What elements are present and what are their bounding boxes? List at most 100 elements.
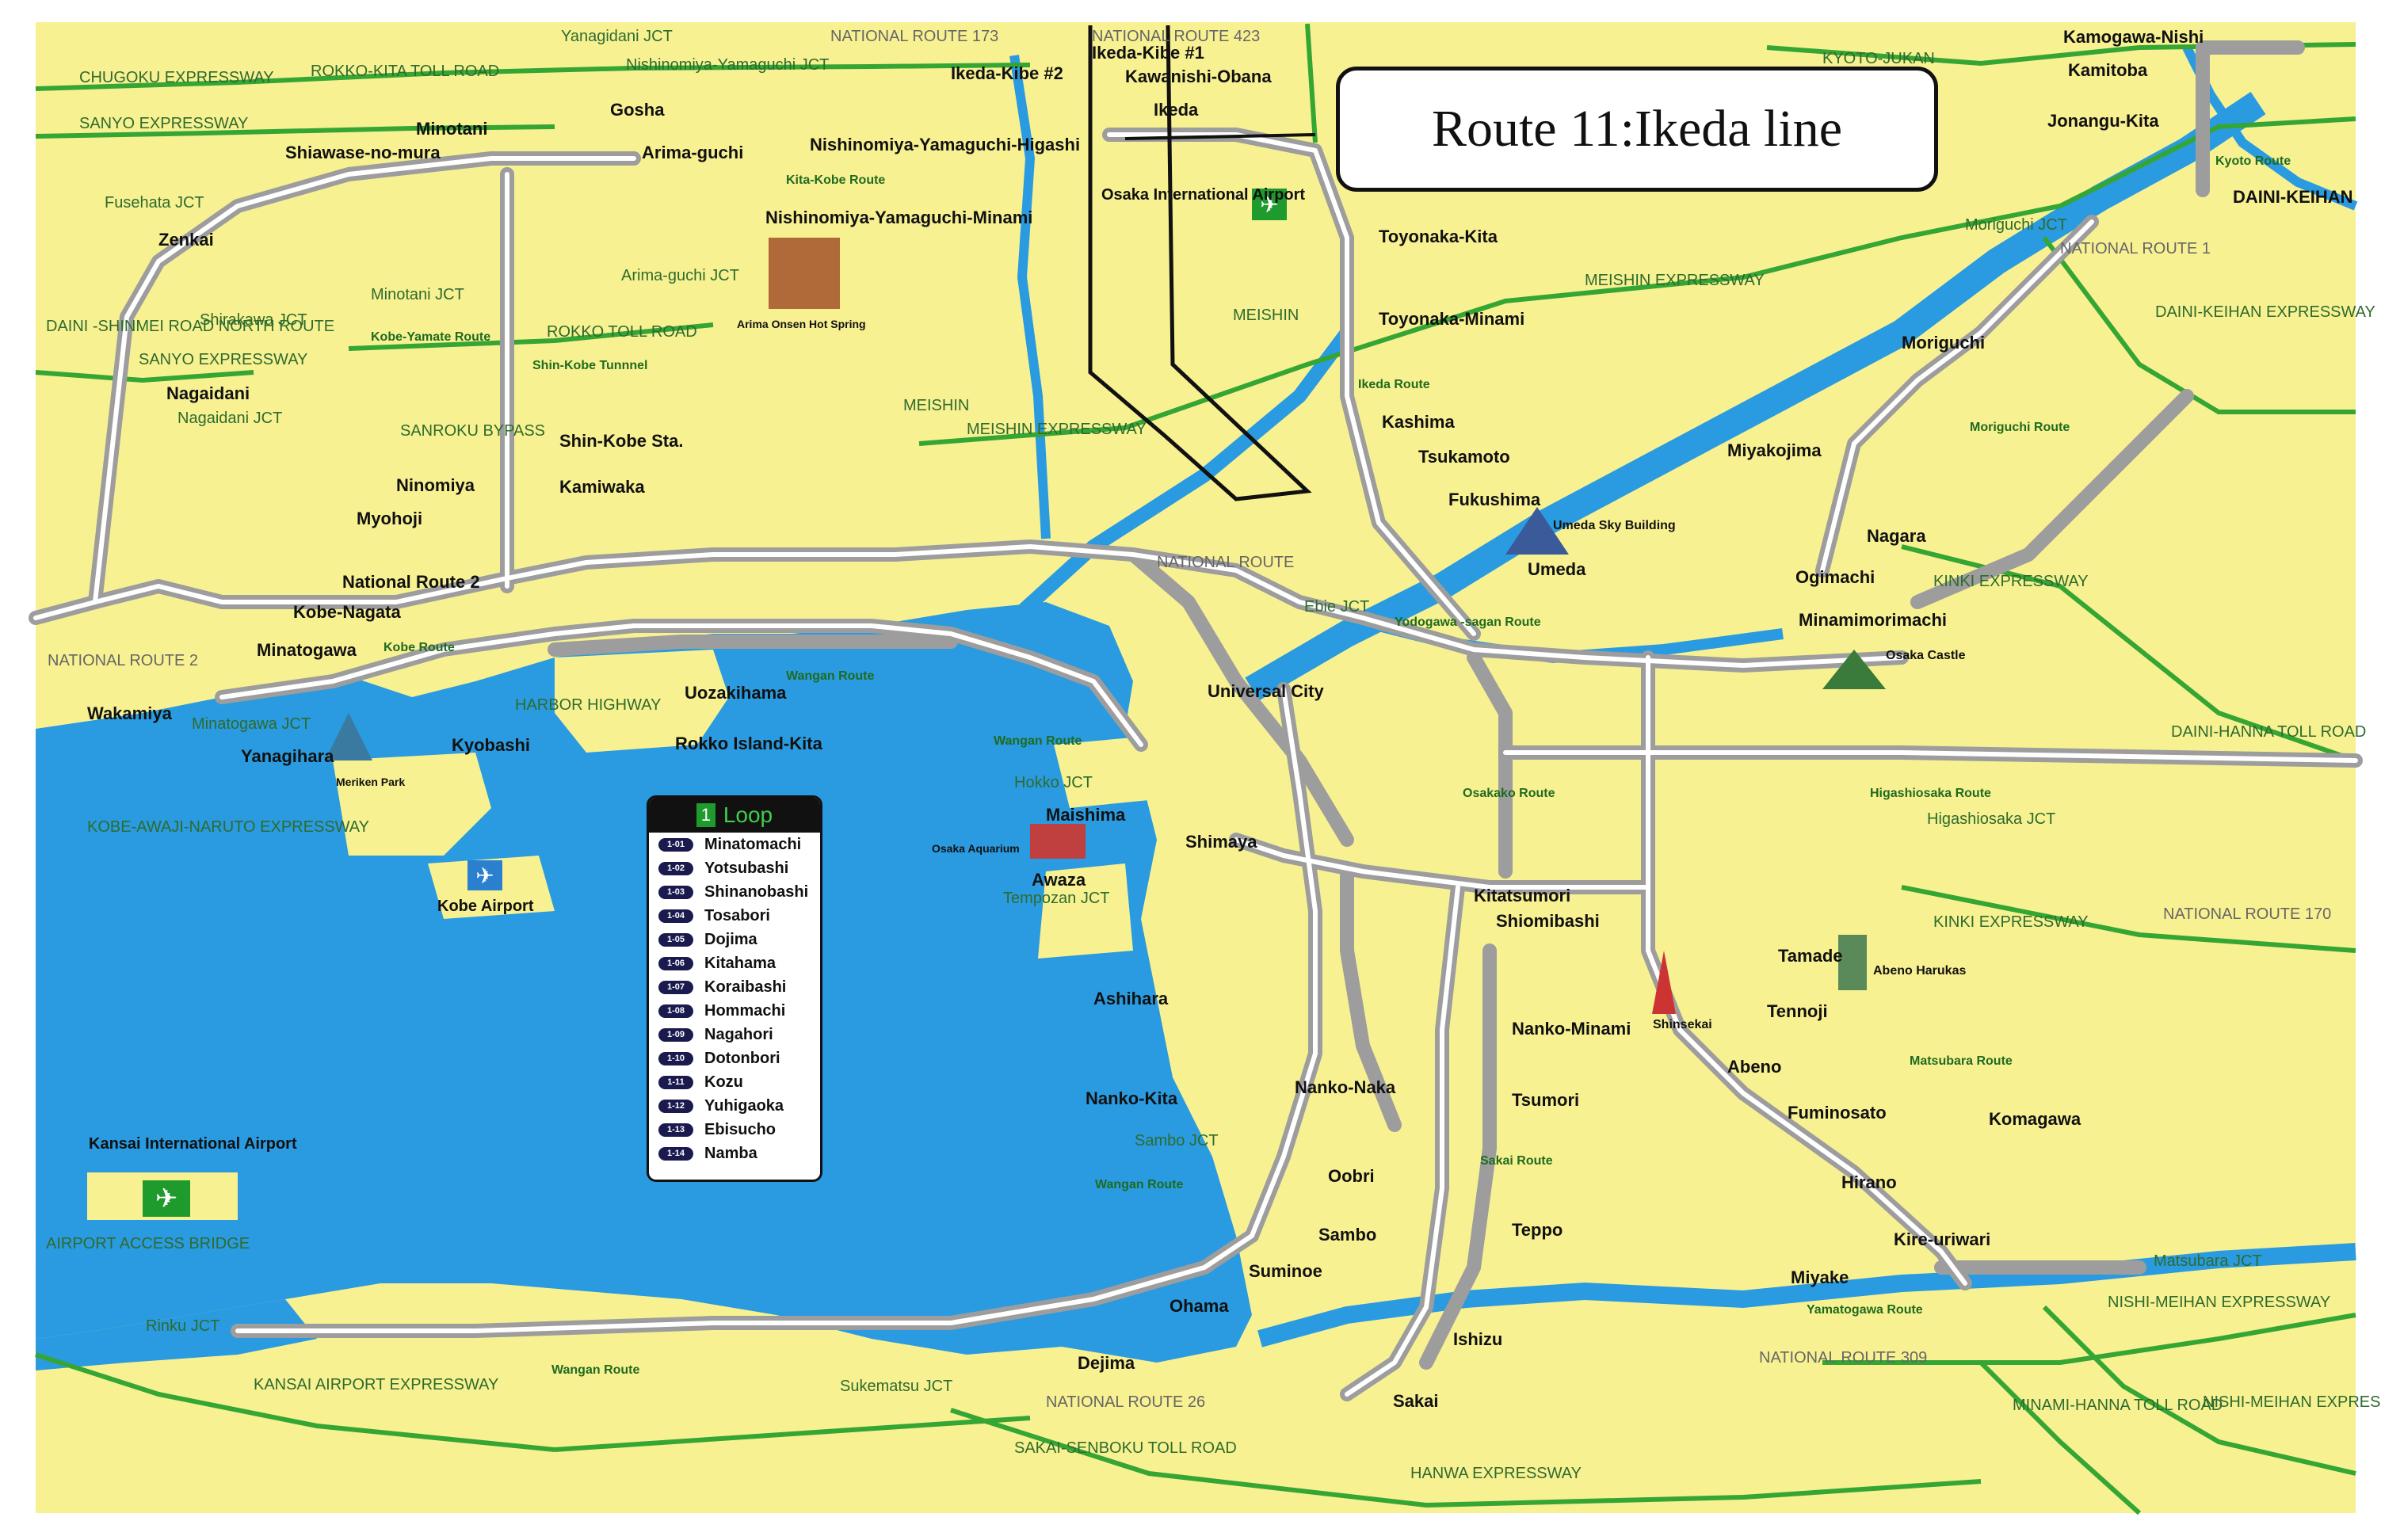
maishima <box>1054 737 1149 808</box>
exit-national-route-2: National Route 2 <box>342 572 480 592</box>
svg-text:✈: ✈ <box>475 863 494 889</box>
route-label-moriguchi: Moriguchi Route <box>1970 421 2070 434</box>
station-code-badge: 1-08 <box>658 1004 693 1018</box>
green-roads <box>35 23 2356 1515</box>
exit-nagaidani: Nagaidani <box>166 383 250 403</box>
station-code-badge: 1-11 <box>658 1075 693 1089</box>
exit-shin-kobe-sta: Shin-Kobe Sta. <box>559 431 683 451</box>
route-label-kobe-yamate: Kobe-Yamate Route <box>371 330 490 344</box>
station-code-badge: 1-02 <box>658 861 693 875</box>
label-daini-hanna: DAINI-HANNA TOLL ROAD <box>2171 723 2366 741</box>
exit-kamiwaka: Kamiwaka <box>559 477 645 497</box>
label-minami-hanna: MINAMI-HANNA TOLL ROAD <box>2013 1397 2223 1414</box>
exit-sakai: Ishizu <box>1453 1329 1502 1349</box>
route-label-sakai: Sakai Route <box>1480 1154 1553 1168</box>
exit-tamade: Tsumori <box>1512 1090 1579 1110</box>
route-name-labels: Kita-Kobe Route Kobe-Yamate Route Shin-K… <box>371 154 2291 1377</box>
loop-station-item: 1-05 Dojima <box>649 928 820 951</box>
kobe-airport-marker: ✈ <box>467 860 502 890</box>
station-name: Tosabori <box>704 906 770 924</box>
exit-hirano: Komagawa <box>1989 1109 2081 1129</box>
exit-shiomibashi: Kitatsumori <box>1474 886 1570 905</box>
route-label-matsubara: Matsubara Route <box>1910 1054 2013 1068</box>
exit-kobe-nagata: Kobe-Nagata <box>293 602 401 622</box>
jct-nishinomiya-yamaguchi: Nishinomiya-Yamaguchi JCT <box>626 56 829 74</box>
route-11-callout-line <box>1124 133 1316 140</box>
exit-umeda: Umeda <box>1528 559 1586 579</box>
label-rokko-toll: ROKKO TOLL ROAD <box>547 323 697 341</box>
exit-nishinomiya-yamaguchi-minami: Nishinomiya-Yamaguchi-Minami <box>765 208 1032 227</box>
label-nishi-meihan: NISHI-MEIHAN EXPRESSWAY <box>2108 1294 2330 1311</box>
meriken-park-pictogram <box>325 713 372 760</box>
label-umeda-sky: Umeda Sky Building <box>1553 519 1676 532</box>
exit-ikeda: Ikeda <box>1154 100 1199 120</box>
umeda-sky-pictogram <box>1505 507 1569 555</box>
exit-sambo: Oobri <box>1328 1166 1375 1186</box>
label-nr26: NATIONAL ROUTE 26 <box>1046 1393 1205 1411</box>
jct-yanagidani: Yanagidani JCT <box>561 28 673 45</box>
station-name: Kitahama <box>704 954 776 972</box>
exit-gosha: Gosha <box>610 100 665 120</box>
exit-rokko-island-kita: Rokko Island-Kita <box>675 734 823 753</box>
exit-toyonaka-kita: Toyonaka-Kita <box>1379 227 1498 246</box>
route-label-yodogawa: Yodogawa -sagan Route <box>1395 616 1541 629</box>
route-label-kobe: Kobe Route <box>383 641 455 654</box>
station-name: Dojima <box>704 930 757 948</box>
port-island <box>333 753 491 856</box>
exit-tsukamoto: Tsukamoto <box>1418 447 1510 467</box>
exit-arima-guchi: Arima-guchi <box>642 143 743 162</box>
osaka-airport-marker: ✈ <box>1252 189 1287 220</box>
label-osaka-airport: Osaka International Airport <box>1101 186 1305 204</box>
exit-fukushima: Fukushima <box>1448 490 1541 509</box>
exit-kawanishi-obana: Kawanishi-Obana <box>1125 67 1272 86</box>
route-label-kita-kobe: Kita-Kobe Route <box>786 173 885 187</box>
station-name: Minatomachi <box>704 835 802 853</box>
exit-jonangu-kita: Jonangu-Kita <box>2047 111 2159 131</box>
station-code-badge: 1-14 <box>658 1146 693 1161</box>
station-name: Yotsubashi <box>704 859 789 877</box>
osaka-aquarium-pictogram <box>1030 824 1086 859</box>
jct-labels: Yanagidani JCT Nishinomiya-Yamaguchi JCT… <box>105 28 2262 1395</box>
station-name: Koraibashi <box>704 978 787 996</box>
exit-zenkai: Zenkai <box>158 230 214 250</box>
exit-nanko-kita: Ashihara <box>1093 989 1169 1008</box>
exit-myohoji: Myohoji <box>357 509 422 528</box>
jct-higashiosaka: Higashiosaka JCT <box>1927 810 2055 828</box>
exit-nagara: Nagara <box>1867 526 1926 546</box>
exit-miyake: Kire-uriwari <box>1894 1229 1990 1249</box>
jct-tempozan: Tempozan JCT <box>1003 890 1110 907</box>
loop-station-item: 1-14 Namba <box>649 1142 820 1165</box>
route-label-kyoto: Kyoto Route <box>2215 154 2291 168</box>
svg-text:✈: ✈ <box>1260 192 1278 218</box>
loop-legend-title: Loop <box>723 802 773 827</box>
sea-west <box>36 1299 317 1370</box>
station-code-badge: 1-05 <box>658 932 693 947</box>
station-name: Namba <box>704 1144 757 1162</box>
jct-meishin-2: MEISHIN <box>903 397 969 414</box>
label-sanyo-expwy-2: SANYO EXPRESSWAY <box>139 351 307 368</box>
label-airport-access-bridge: AIRPORT ACCESS BRIDGE <box>46 1235 250 1252</box>
jct-arima-guchi: Arima-guchi JCT <box>621 267 739 284</box>
yodo-river <box>1245 91 2266 701</box>
exit-kamitoba: Kamitoba <box>2068 60 2148 80</box>
label-sanyo-expwy: SANYO EXPRESSWAY <box>79 115 248 132</box>
exit-labels: Gosha Arima-guchi Minotani Shiawase-no-m… <box>87 27 2353 1411</box>
exit-miyake-nishi: Miyake <box>1791 1267 1849 1287</box>
exit-teppo: Sambo <box>1318 1225 1376 1245</box>
exit-fuminosato: Abeno <box>1727 1057 1781 1077</box>
exit-shimaya: Shimaya <box>1185 832 1257 852</box>
label-daini-keihan: DAINI-KEIHAN EXPRESSWAY <box>2155 303 2375 321</box>
jct-matsubara: Matsubara JCT <box>2154 1252 2262 1270</box>
exit-minamimorimachi: Minamimorimachi <box>1799 610 1947 630</box>
exit-national-route-26: Sakai <box>1393 1391 1439 1411</box>
label-arima-onsen: Arima Onsen Hot Spring <box>737 318 866 330</box>
